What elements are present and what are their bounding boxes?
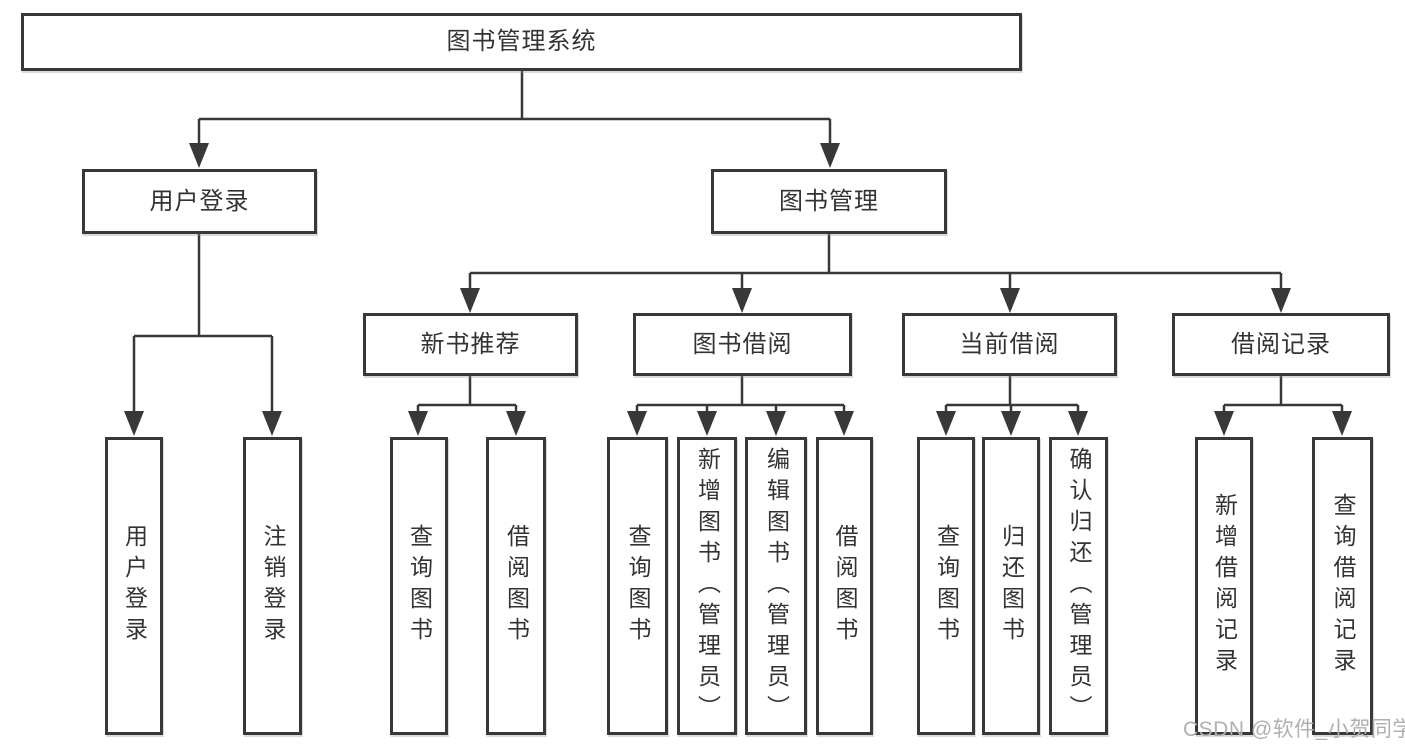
node-borrow-records-label: 借阅记录 [1231, 330, 1331, 358]
node-new-book-recommend: 新书推荐 [363, 313, 578, 376]
node-current-borrow-label: 当前借阅 [959, 330, 1060, 358]
node-leaf-cb-return-books: 归还图书 [982, 437, 1040, 735]
node-leaf-nb-borrow-books-label: 借阅图书 [503, 524, 530, 648]
node-user-login: 用户登录 [82, 169, 317, 234]
node-new-book-recommend-label: 新书推荐 [420, 330, 521, 358]
node-leaf-br-query-record: 查询借阅记录 [1312, 437, 1373, 735]
node-leaf-cb-query-books: 查询图书 [917, 437, 975, 735]
node-leaf-bb-query-books: 查询图书 [607, 437, 668, 735]
node-book-management: 图书管理 [711, 169, 947, 234]
node-leaf-cb-confirm-return-admin-label: 确认归还（管理员） [1066, 446, 1092, 726]
node-leaf-br-add-record-label: 新增借阅记录 [1211, 493, 1238, 679]
node-borrow-records: 借阅记录 [1172, 313, 1390, 376]
node-book-borrow: 图书借阅 [633, 313, 852, 376]
node-root: 图书管理系统 [21, 13, 1022, 71]
node-leaf-bb-borrow-books: 借阅图书 [816, 437, 873, 735]
node-leaf-user-login: 用户登录 [105, 437, 163, 735]
csdn-watermark: CSDN @软件_小贺同学 [1183, 718, 1405, 741]
node-leaf-bb-query-books-label: 查询图书 [625, 524, 651, 648]
node-leaf-br-query-record-label: 查询借阅记录 [1330, 493, 1356, 679]
node-leaf-logout: 注销登录 [243, 437, 302, 735]
node-root-label: 图书管理系统 [446, 28, 597, 55]
node-leaf-bb-add-books-admin: 新增图书（管理员） [677, 437, 737, 735]
node-leaf-user-login-label: 用户登录 [121, 524, 148, 648]
node-leaf-br-add-record: 新增借阅记录 [1195, 437, 1253, 735]
node-book-management-label: 图书管理 [779, 187, 879, 215]
node-leaf-bb-edit-books-admin-label: 编辑图书（管理员） [763, 446, 790, 726]
node-leaf-nb-query-books: 查询图书 [390, 437, 448, 735]
node-current-borrow: 当前借阅 [902, 313, 1117, 376]
node-leaf-bb-edit-books-admin: 编辑图书（管理员） [745, 437, 807, 735]
node-leaf-cb-confirm-return-admin: 确认归还（管理员） [1049, 437, 1108, 735]
node-leaf-cb-return-books-label: 归还图书 [998, 524, 1025, 648]
node-leaf-cb-query-books-label: 查询图书 [933, 524, 960, 648]
node-leaf-bb-borrow-books-label: 借阅图书 [832, 524, 858, 648]
node-leaf-nb-borrow-books: 借阅图书 [486, 437, 546, 735]
node-leaf-logout-label: 注销登录 [260, 524, 286, 648]
node-leaf-nb-query-books-label: 查询图书 [406, 524, 433, 648]
node-leaf-bb-add-books-admin-label: 新增图书（管理员） [694, 446, 721, 726]
node-book-borrow-label: 图书借阅 [692, 330, 793, 358]
node-user-login-label: 用户登录 [149, 187, 250, 215]
